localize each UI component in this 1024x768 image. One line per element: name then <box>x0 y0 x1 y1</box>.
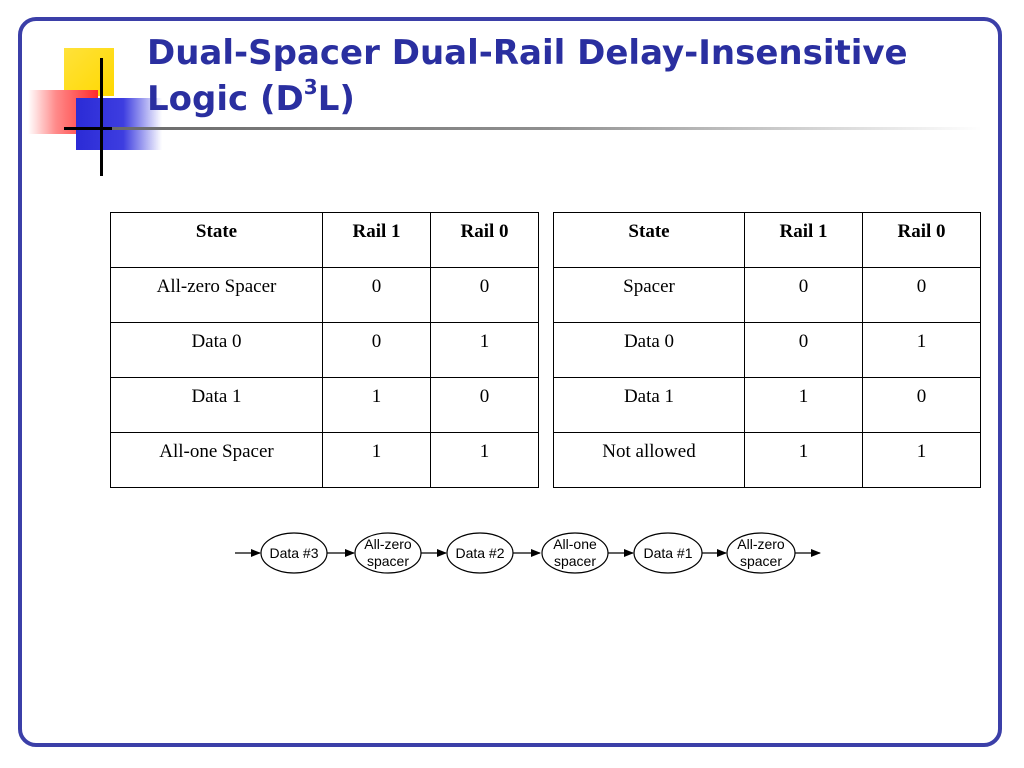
sequence-node-label: Data #1 <box>643 545 692 561</box>
decorative-horizontal-line <box>64 127 154 130</box>
cell-rail-1: 0 <box>744 267 863 323</box>
table-header-row: State Rail 1 Rail 0 <box>110 212 539 268</box>
cell-rail-1: 0 <box>322 322 431 378</box>
cell-rail-1: 1 <box>322 432 431 488</box>
slide-title-text: Dual-Spacer Dual-Rail Delay-Insensitive … <box>147 33 908 119</box>
decorative-blue-bar <box>76 98 162 150</box>
cell-rail-0: 0 <box>430 267 539 323</box>
cell-state: Data 0 <box>110 322 323 378</box>
table-row: All-zero Spacer 0 0 <box>110 267 539 323</box>
cell-rail-1: 0 <box>744 322 863 378</box>
header-state: State <box>110 212 323 268</box>
header-rail-0: Rail 0 <box>430 212 539 268</box>
header-rail-0: Rail 0 <box>862 212 981 268</box>
table-header-row: State Rail 1 Rail 0 <box>553 212 981 268</box>
cell-state: All-one Spacer <box>110 432 323 488</box>
header-rail-1: Rail 1 <box>322 212 431 268</box>
sequence-node-label: spacer <box>740 553 782 569</box>
table-row: Spacer 0 0 <box>553 267 981 323</box>
cell-rail-0: 1 <box>430 322 539 378</box>
cell-state: Data 1 <box>110 377 323 433</box>
cell-rail-0: 1 <box>430 432 539 488</box>
cell-state: Data 1 <box>553 377 745 433</box>
decorative-vertical-line <box>100 58 103 176</box>
sequence-node-label: All-zero <box>364 536 412 552</box>
dual-spacer-state-table: State Rail 1 Rail 0 All-zero Spacer 0 0 … <box>110 212 539 488</box>
table-row: Data 0 0 1 <box>553 322 981 378</box>
sequence-node-label: All-zero <box>737 536 785 552</box>
sequence-node-label: Data #2 <box>455 545 504 561</box>
table-row: Data 1 1 0 <box>553 377 981 433</box>
state-sequence-diagram: Data #3 All-zero spacer Data #2 All-one … <box>235 532 821 574</box>
cell-rail-1: 0 <box>322 267 431 323</box>
header-state: State <box>553 212 745 268</box>
cell-rail-1: 1 <box>744 377 863 433</box>
slide-title-superscript: 3 <box>303 74 318 99</box>
cell-rail-1: 1 <box>322 377 431 433</box>
cell-state: Spacer <box>553 267 745 323</box>
cell-rail-1: 1 <box>744 432 863 488</box>
cell-rail-0: 0 <box>430 377 539 433</box>
sequence-node-label: spacer <box>367 553 409 569</box>
sequence-node-label: spacer <box>554 553 596 569</box>
cell-rail-0: 1 <box>862 432 981 488</box>
cell-state: All-zero Spacer <box>110 267 323 323</box>
table-row: Data 1 1 0 <box>110 377 539 433</box>
table-row: All-one Spacer 1 1 <box>110 432 539 488</box>
sequence-node-label: Data #3 <box>269 545 318 561</box>
decorative-yellow-square <box>64 48 114 96</box>
table-row: Not allowed 1 1 <box>553 432 981 488</box>
sequence-node-label: All-one <box>553 536 597 552</box>
cell-rail-0: 0 <box>862 267 981 323</box>
title-underline <box>112 127 982 130</box>
table-row: Data 0 0 1 <box>110 322 539 378</box>
slide-title-end: L) <box>317 79 355 119</box>
cell-rail-0: 0 <box>862 377 981 433</box>
header-rail-1: Rail 1 <box>744 212 863 268</box>
cell-state: Data 0 <box>553 322 745 378</box>
slide-title: Dual-Spacer Dual-Rail Delay-Insensitive … <box>147 30 987 122</box>
cell-rail-0: 1 <box>862 322 981 378</box>
single-spacer-state-table: State Rail 1 Rail 0 Spacer 0 0 Data 0 0 … <box>553 212 981 488</box>
cell-state: Not allowed <box>553 432 745 488</box>
